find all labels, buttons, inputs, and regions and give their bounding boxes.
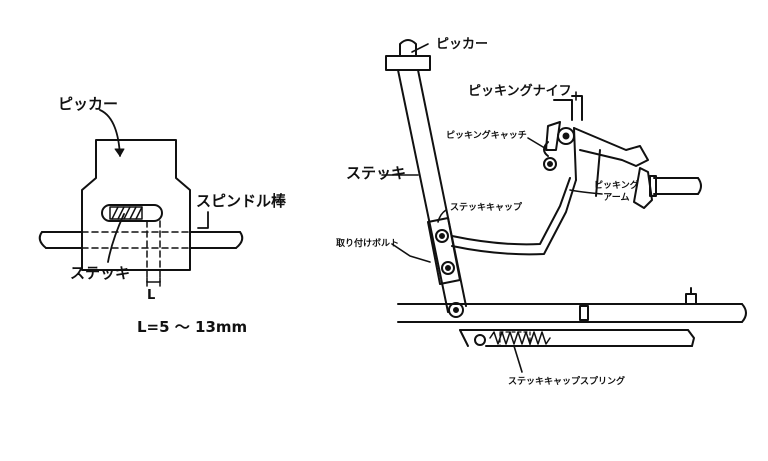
left-picker-label: ピッカー bbox=[58, 95, 119, 113]
right-leaders bbox=[381, 43, 603, 373]
spindle-leader bbox=[197, 211, 209, 229]
stick-dashed bbox=[146, 220, 161, 283]
picking-knife-label: ピッキングナイフ bbox=[468, 84, 572, 99]
stick-cap bbox=[427, 217, 461, 285]
left-stick-label: ステッキ bbox=[70, 264, 131, 282]
stick-hatch bbox=[109, 206, 143, 220]
base-rod bbox=[397, 287, 747, 323]
right-picker-label: ピッカー bbox=[436, 37, 489, 52]
mount-bolt-2 bbox=[441, 261, 455, 275]
mount-bolt-label: 取り付けボルト bbox=[336, 239, 400, 249]
left-picker-body bbox=[81, 139, 191, 271]
gap-marker bbox=[146, 277, 161, 287]
gap-formula: L=5 ～ 13mm bbox=[137, 318, 248, 336]
picking-arm bbox=[573, 127, 649, 197]
picking-catch-label: ピッキングキャッチ bbox=[446, 131, 527, 141]
spring-rod bbox=[459, 329, 695, 347]
right-picker-cap bbox=[385, 55, 431, 71]
cap-spring-label: ステッキキャップスプリング bbox=[508, 377, 626, 387]
mount-bolt-1 bbox=[435, 229, 449, 243]
connecting-strap bbox=[451, 177, 577, 256]
stick-cap-label: ステッキキャップ bbox=[450, 203, 523, 213]
arm-shaft bbox=[633, 167, 702, 209]
right-stick-label: ステッキ bbox=[346, 164, 407, 182]
gap-symbol-label: L bbox=[147, 288, 156, 303]
picking-stick bbox=[397, 69, 467, 313]
right-mechanism-diagram bbox=[381, 39, 747, 373]
picker-slot bbox=[101, 204, 163, 222]
spindle-rod-label: スピンドル棒 bbox=[196, 192, 287, 210]
left-picker-diagram bbox=[38, 109, 244, 287]
cap-spring bbox=[489, 331, 551, 345]
spindle-rod bbox=[38, 231, 244, 249]
picking-catch bbox=[543, 121, 561, 171]
picking-arm-label: ピッキング アーム bbox=[594, 181, 639, 203]
left-stick-leader bbox=[107, 213, 125, 263]
